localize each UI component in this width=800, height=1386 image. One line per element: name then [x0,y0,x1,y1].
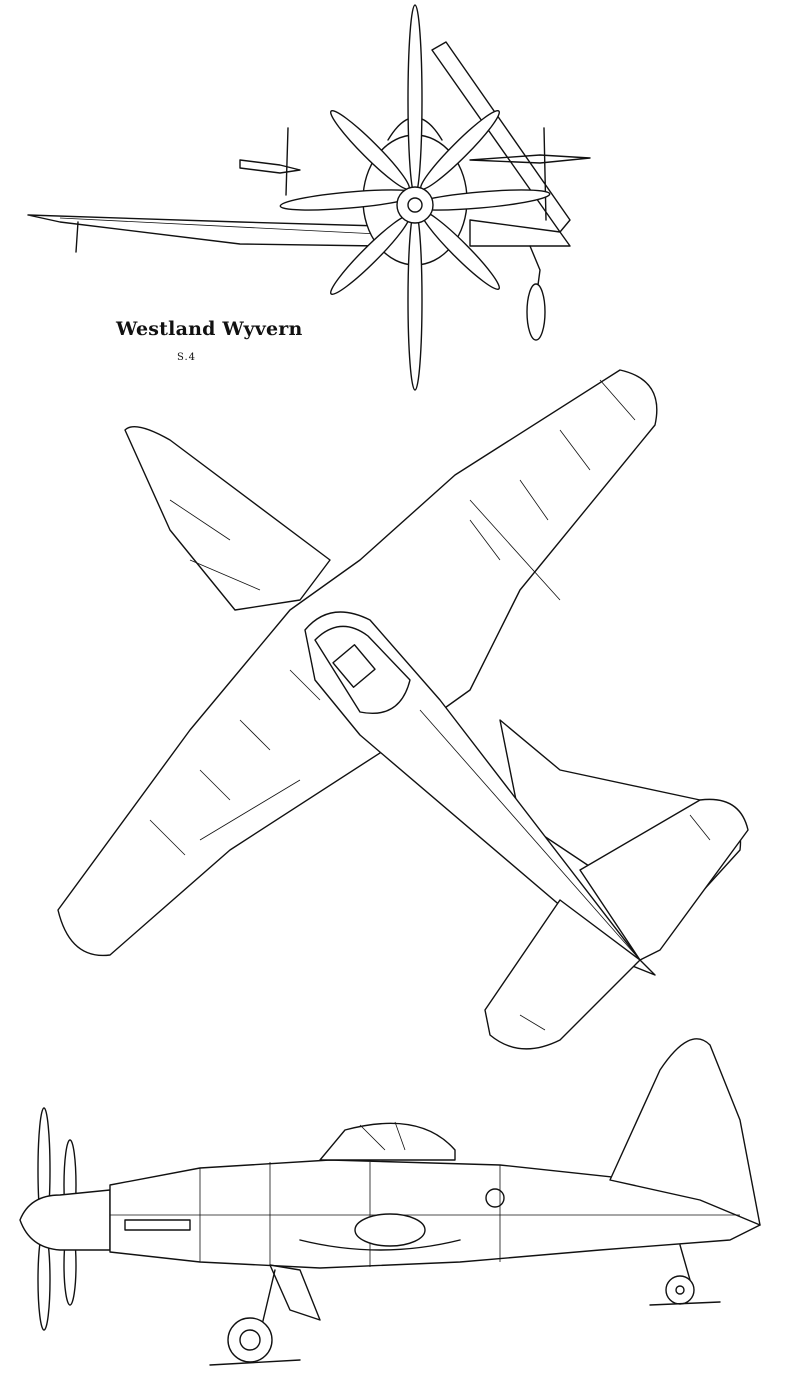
front-main-wheel [526,283,546,341]
side-main-wheel [227,1317,273,1363]
plan-tailplane [579,798,749,961]
side-view [19,1038,761,1366]
plan-cockpit [314,625,411,714]
side-fin [609,1038,761,1226]
front-right-wing-folded [431,41,571,233]
side-spinner [19,1189,111,1251]
drawing-title: Westland Wyvern [116,318,303,340]
front-left-wing [27,214,381,247]
side-fuselage [109,1159,761,1269]
front-view [27,4,591,391]
plan-view [57,369,749,1050]
side-canopy [319,1122,456,1161]
front-propeller [279,4,551,391]
plan-upper-wing [124,426,331,611]
drawing-variant: S.4 [177,352,197,363]
side-tail-wheel [665,1275,695,1305]
